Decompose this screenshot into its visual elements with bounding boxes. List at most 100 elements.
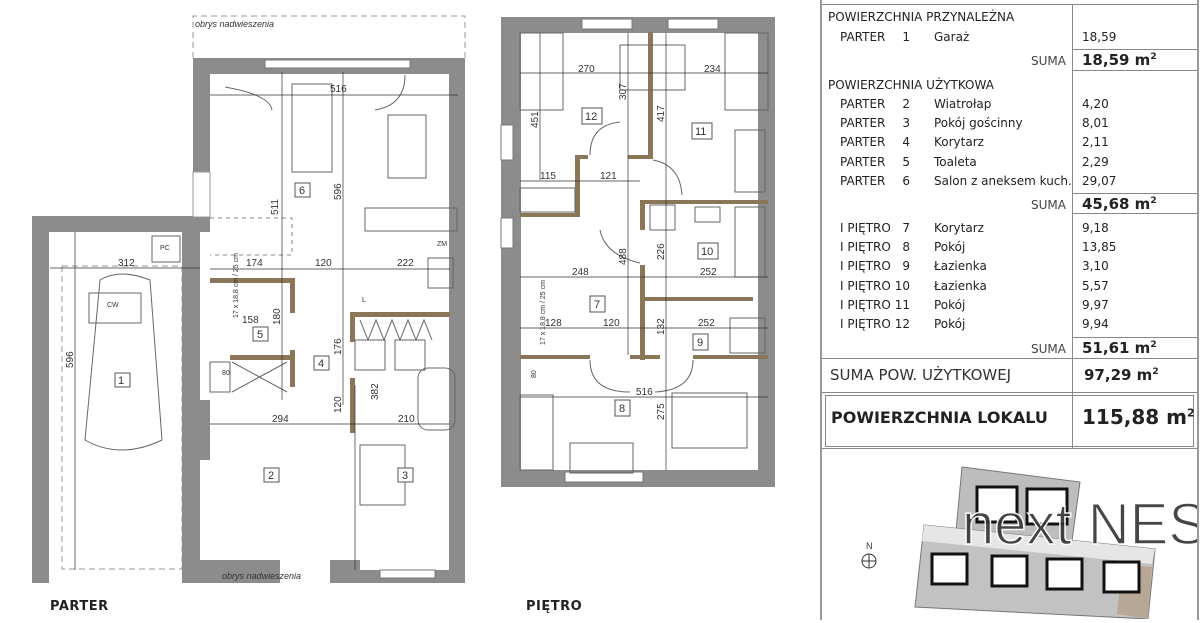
row-level: PARTER [840,116,886,131]
dim-label: 516 [636,387,653,398]
watermark: next NEST [962,492,1197,557]
row-level: I PIĘTRO [840,221,891,235]
row-level: PARTER [840,135,886,150]
stairs-label: 17 x 18,8 cm / 25 cm [540,280,547,345]
room-number: 7 [594,299,600,311]
dim-label: 158 [242,315,259,326]
row-name: Korytarz [934,135,984,150]
row-number: 10 [894,278,910,293]
row-name: Wiatrołap [934,97,992,111]
pc-label: PC [160,245,170,252]
row-number: 2 [902,97,910,111]
row-name: Łazienka [934,278,987,293]
total-usable-value: 97,29 m2 [1084,366,1159,384]
room-number: 12 [585,111,597,123]
row-level: I PIĘTRO [840,240,891,255]
dim-label: 226 [656,243,667,260]
room-number: 1 [118,375,124,387]
dim-label: 222 [397,258,414,269]
stairs-label: 17 x 18,8 cm / 25 cm [233,253,240,318]
row-name: Garaż [934,30,970,44]
dim-label: 275 [656,403,667,420]
dim-label: 596 [333,183,344,200]
row-number: 9 [902,259,910,274]
row-area: 13,85 [1082,240,1117,255]
row-area: 8,01 [1082,116,1109,131]
outer-walls [32,58,465,583]
dim-label: 252 [698,318,715,329]
dim-label: 596 [65,351,76,368]
dim-label: 115 [540,171,556,182]
row-area: 2,11 [1082,135,1109,150]
sum-label: SUMA [1031,54,1066,68]
row-number: 5 [902,154,910,169]
ground-floor-label: PARTER [50,599,109,614]
dim-label: 307 [618,83,629,100]
room-number: 6 [299,185,305,197]
row-number: 6 [902,173,910,188]
dim-label: 120 [315,258,332,269]
dim-label: 121 [600,171,617,182]
dim-label: 511 [270,199,281,215]
room-number: 3 [402,470,408,482]
row-name: Salon z aneksem kuch. [934,173,1072,188]
upper-floor-label: PIĘTRO [526,599,583,614]
room-number: 10 [701,246,713,258]
sum-label: SUMA [1031,198,1066,212]
row-level: I PIĘTRO [840,259,891,274]
row-area: 2,29 [1082,154,1109,169]
dim-label: 234 [704,64,721,75]
row-name: Pokój [934,240,966,255]
total-area-label: POWIERZCHNIA LOKALU [831,408,1048,427]
row-number: 7 [902,221,910,235]
dim-label: 180 [272,308,283,325]
sum-value: 45,68 m2 [1082,195,1157,213]
fridge-label: L [362,297,366,304]
dim-label: 132 [656,318,667,335]
row-area: 9,18 [1082,221,1109,235]
washer-label: 80 [222,370,230,377]
row-number: 3 [902,116,910,131]
row-level: PARTER [840,154,886,169]
section-title: POWIERZCHNIA PRZYNALEŻNA [828,10,1015,24]
room-number: 4 [318,358,324,370]
dim-label: 312 [118,258,135,269]
total-area-value: 115,88 m2 [1082,405,1195,429]
room-number: 2 [268,470,274,482]
sum-value: 51,61 m2 [1082,339,1157,357]
dim-label: 120 [603,318,620,329]
row-number: 4 [902,135,910,150]
row-name: Łazienka [934,259,987,274]
overhang-label-top: obrys nadwieszenia [195,19,274,29]
row-level: PARTER [840,30,886,44]
row-area: 5,57 [1082,278,1109,293]
overhang-label-bottom: obrys nadwieszenia [222,571,301,581]
row-level: PARTER [840,173,886,188]
sum-value: 18,59 m2 [1082,51,1157,69]
washer-label: 80 [531,370,538,378]
row-area: 3,10 [1082,259,1109,274]
dim-label: 488 [618,248,629,265]
dim-label: 270 [578,64,595,75]
row-level: PARTER [840,97,886,111]
dim-label: 210 [398,414,415,425]
row-number: 12 [894,317,910,331]
room-number: 11 [695,126,706,138]
row-area: 4,20 [1082,97,1109,111]
dim-label: 174 [246,258,263,269]
row-number: 8 [902,240,910,255]
row-area: 29,07 [1082,173,1117,188]
dim-label: 294 [272,414,289,425]
row-name: Korytarz [934,221,984,235]
row-level: I PIĘTRO [840,278,891,293]
site-plan: next NEST N [861,466,1197,619]
dim-label: 417 [656,105,667,122]
dim-label: 451 [530,111,541,128]
dim-label: 176 [333,338,344,355]
total-usable-label: SUMA POW. UŻYTKOWEJ [830,366,1012,384]
room-numbers: 1 2 3 4 5 6 [114,182,414,483]
dim-label: 516 [330,84,347,95]
dim-label: 248 [572,267,589,278]
row-name: Toaleta [934,154,977,169]
dim-label: 120 [333,396,344,413]
